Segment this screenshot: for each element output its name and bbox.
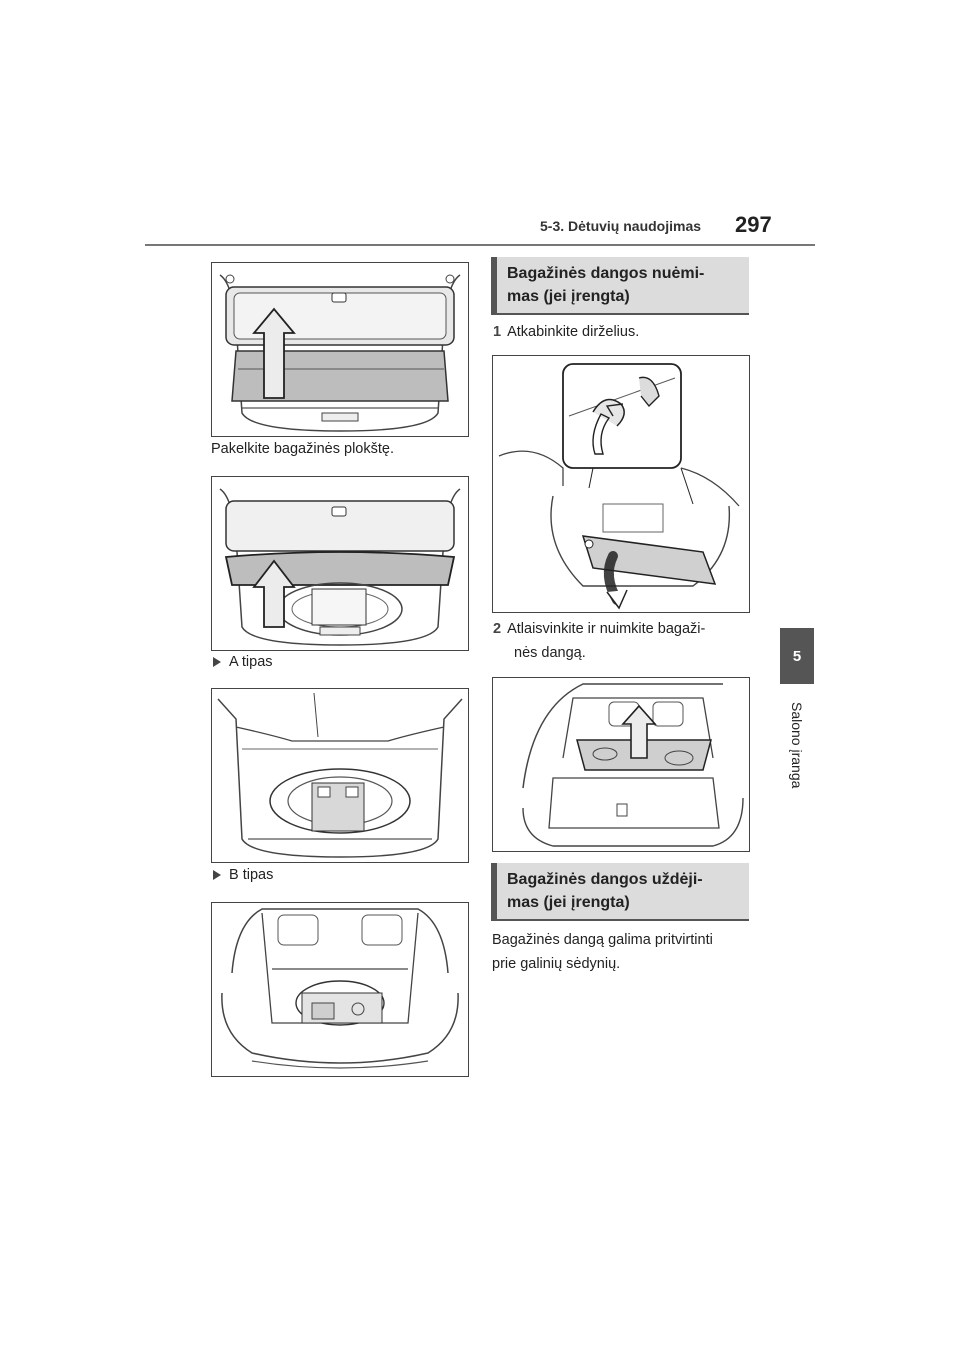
paragraph-line2: prie galinių sėdynių. — [492, 956, 621, 972]
bullet-triangle-icon — [213, 657, 221, 667]
bullet-type-b: B tipas — [213, 867, 273, 883]
header-divider — [145, 244, 815, 246]
figure-lift-deck-board — [211, 262, 469, 437]
step-1: 1 Atkabinkite dirželius. — [493, 320, 639, 344]
figure-unhook-straps — [492, 355, 750, 613]
paragraph-cover-installation: Bagažinės dangą galima pritvirtinti prie… — [492, 928, 713, 976]
step-1-text: Atkabinkite dirželius. — [507, 324, 640, 340]
figure-remove-cover — [492, 677, 750, 852]
chapter-label: Salono įranga — [789, 701, 805, 789]
step-2-number: 2 — [493, 621, 502, 637]
heading-cover-installation-line1: Bagažinės dangos uždėji- — [507, 871, 703, 888]
bullet-triangle-icon — [213, 870, 221, 880]
bullet-type-b-label: B tipas — [229, 867, 274, 883]
chapter-tab: 5 — [780, 628, 814, 684]
bullet-type-a: A tipas — [213, 654, 273, 670]
illustration-lift-deck-board — [219, 274, 461, 432]
heading-cover-removal-line2: mas (jei įrengta) — [507, 288, 630, 305]
heading-cover-installation: Bagažinės dangos uždėji- mas (jei įrengt… — [491, 863, 749, 921]
illustration-type-a — [219, 488, 461, 646]
figure-type-b — [211, 902, 469, 1077]
step-2: 2 Atlaisvinkite ir nuimkite bagaži- nės d… — [493, 617, 705, 665]
step-2-line2: nės dangą. — [514, 645, 586, 661]
section-title: 5-3. Dėtuvių naudojimas — [540, 218, 702, 234]
illustration-unhook-straps — [498, 363, 740, 610]
chapter-number: 5 — [792, 647, 802, 665]
page-number: 297 — [735, 212, 772, 237]
figure-type-a-floor — [211, 688, 469, 863]
figure-type-a — [211, 476, 469, 651]
illustration-type-b — [221, 908, 459, 1069]
caption-lift-deck-board: Pakelkite bagažinės plokštę. — [211, 441, 394, 457]
step-2-line1: Atlaisvinkite ir nuimkite bagaži- — [507, 621, 706, 637]
illustration-type-a-floor — [217, 692, 463, 858]
heading-cover-installation-line2: mas (jei įrengta) — [507, 894, 630, 911]
heading-cover-removal-line1: Bagažinės dangos nuėmi- — [507, 265, 705, 282]
heading-cover-removal: Bagažinės dangos nuėmi- mas (jei įrengta… — [491, 257, 749, 315]
paragraph-line1: Bagažinės dangą galima pritvirtinti — [492, 932, 713, 948]
bullet-type-a-label: A tipas — [229, 654, 273, 670]
step-1-number: 1 — [493, 324, 502, 340]
illustration-remove-cover — [522, 683, 744, 847]
